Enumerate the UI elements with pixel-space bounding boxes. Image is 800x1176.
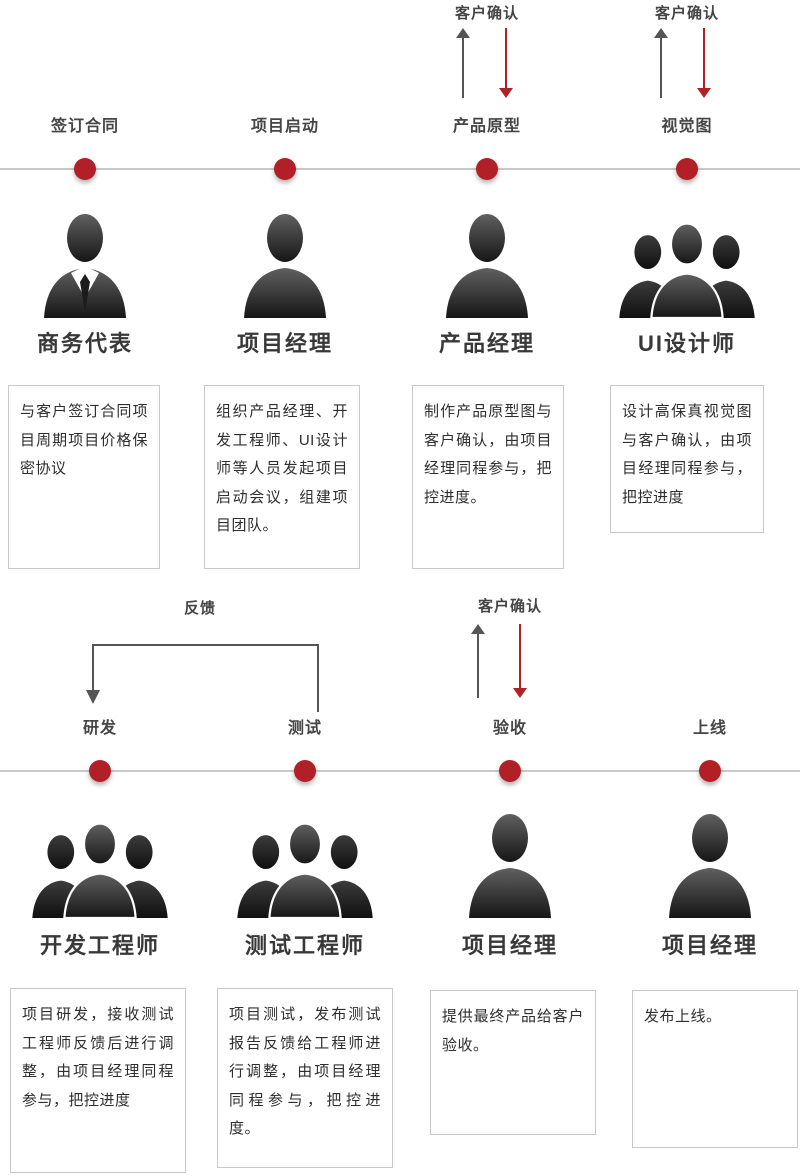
arrow-head: [697, 88, 711, 98]
description-box: 项目研发，接收测试工程师反馈后进行调整，由项目经理同程参与，把控进度: [10, 988, 186, 1173]
arrow-down-icon: [697, 28, 711, 98]
description-box: 发布上线。: [632, 990, 798, 1148]
role-name: UI设计师: [637, 331, 736, 356]
stage-label: 验收: [492, 720, 527, 737]
stage-dot: [89, 760, 111, 782]
arrow-head: [471, 624, 485, 634]
stage-label: 测试: [287, 720, 322, 737]
team-icon: [32, 822, 168, 918]
stage-dot: [274, 158, 296, 180]
arrow-down-icon: [513, 624, 527, 698]
arrow-head: [654, 28, 668, 38]
person-icon: [669, 814, 751, 918]
arrow-head: [499, 88, 513, 98]
stage-dot: [294, 760, 316, 782]
description-box: 与客户签订合同项目周期项目价格保密协议: [8, 385, 160, 569]
description-box: 项目测试，发布测试报告反馈给工程师进行调整，由项目经理同程参与，把控进度。: [217, 988, 393, 1168]
person-tie-icon: [44, 214, 126, 318]
stage-label: 项目启动: [250, 118, 319, 135]
stage-dot: [499, 760, 521, 782]
stage-dot: [476, 158, 498, 180]
description-box: 组织产品经理、开发工程师、UI设计师等人员发起项目启动会议，组建项目团队。: [204, 385, 360, 569]
arrow-shaft: [477, 632, 479, 698]
stage-label: 签订合同: [50, 118, 119, 135]
stage-label: 上线: [692, 720, 727, 737]
person-icon: [244, 214, 326, 318]
role-name: 项目经理: [236, 331, 333, 356]
person-icon: [469, 814, 551, 918]
description-box: 设计高保真视觉图与客户确认，由项目经理同程参与，把控进度: [610, 385, 764, 533]
feedback-label: 反馈: [183, 600, 216, 617]
arrow-shaft: [519, 624, 521, 690]
description-box: 制作产品原型图与客户确认，由项目经理同程参与，把控进度。: [412, 385, 564, 569]
stage-label: 视觉图: [661, 118, 713, 135]
role-name: 项目经理: [661, 933, 758, 958]
stage-dot: [74, 158, 96, 180]
customer-confirm-label: 客户确认: [454, 5, 519, 22]
arrow-shaft: [505, 28, 507, 90]
team-icon: [237, 822, 373, 918]
arrow-head: [456, 28, 470, 38]
role-name: 测试工程师: [244, 933, 365, 958]
team-icon: [619, 222, 755, 318]
stage-label: 产品原型: [452, 118, 521, 135]
arrow-down-icon: [499, 28, 513, 98]
arrow-head: [513, 688, 527, 698]
stage-dot: [699, 760, 721, 782]
arrow-up-icon: [654, 28, 668, 98]
timeline-row2: [0, 770, 800, 772]
customer-confirm-label: 客户确认: [477, 598, 542, 615]
person-icon: [446, 214, 528, 318]
arrow-shaft: [462, 36, 464, 98]
timeline-row1: [0, 168, 800, 170]
role-name: 项目经理: [461, 933, 558, 958]
description-box: 提供最终产品给客户验收。: [430, 990, 596, 1135]
feedback-loop-arrow: [86, 644, 319, 712]
arrow-up-icon: [456, 28, 470, 98]
role-name: 产品经理: [438, 331, 535, 356]
arrow-shaft: [660, 36, 662, 98]
arrow-up-icon: [471, 624, 485, 698]
customer-confirm-label: 客户确认: [654, 5, 719, 22]
role-name: 开发工程师: [39, 933, 160, 958]
stage-label: 研发: [82, 720, 117, 737]
role-name: 商务代表: [36, 331, 133, 356]
arrow-shaft: [703, 28, 705, 90]
stage-dot: [676, 158, 698, 180]
